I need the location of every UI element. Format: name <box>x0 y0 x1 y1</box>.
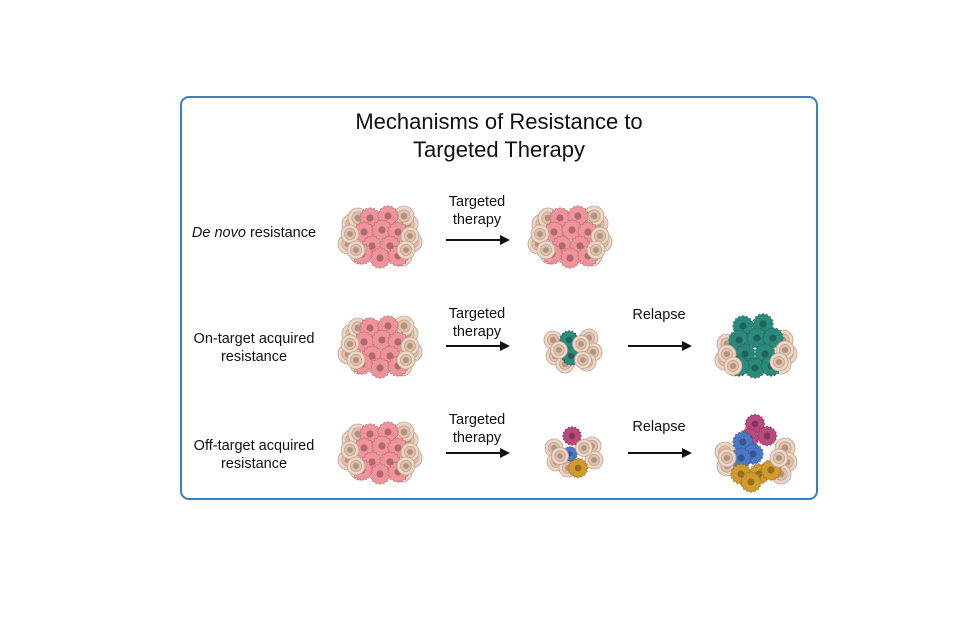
title-line-1: Mechanisms of Resistance to <box>355 109 643 134</box>
therapy-arrow-row-1 <box>446 235 510 245</box>
row-label-off-target-line-1: Off-target acquired <box>193 438 315 454</box>
title-line-2: Targeted Therapy <box>412 137 586 162</box>
row-label-on-target-line-1: On-target acquired <box>193 331 315 347</box>
diagram-frame <box>180 96 818 500</box>
relapse-label-row-2: Relapse <box>632 307 686 323</box>
diagram-title: Mechanisms of Resistance to Targeted The… <box>180 108 818 164</box>
therapy-arrow-row-3 <box>446 448 510 458</box>
therapy-label-row-2-line-2: therapy <box>452 324 502 340</box>
row-label-on-target: On-target acquired resistance <box>184 330 324 366</box>
therapy-label-row-1-line-1: Targeted <box>448 194 506 210</box>
row-label-de-novo-rest: resistance <box>245 225 317 241</box>
row-label-de-novo-italic: De novo <box>191 225 246 241</box>
relapse-arrow-row-2 <box>628 341 692 351</box>
row-label-de-novo: De novo resistance <box>184 224 324 242</box>
relapse-arrow-row-3 <box>628 448 692 458</box>
row-label-off-target-line-2: resistance <box>220 456 288 472</box>
relapse-label-row-3: Relapse <box>632 419 686 435</box>
row-label-off-target: Off-target acquired resistance <box>184 437 324 473</box>
therapy-label-row-2: Targeted therapy <box>437 305 517 341</box>
therapy-label-row-1: Targeted therapy <box>437 193 517 229</box>
therapy-label-row-1-line-2: therapy <box>452 212 502 228</box>
therapy-label-row-2-line-1: Targeted <box>448 306 506 322</box>
row-label-on-target-line-2: resistance <box>220 349 288 365</box>
therapy-arrow-row-2 <box>446 341 510 351</box>
therapy-label-row-3-line-2: therapy <box>452 430 502 446</box>
therapy-label-row-3-line-1: Targeted <box>448 412 506 428</box>
therapy-label-row-3: Targeted therapy <box>437 411 517 447</box>
